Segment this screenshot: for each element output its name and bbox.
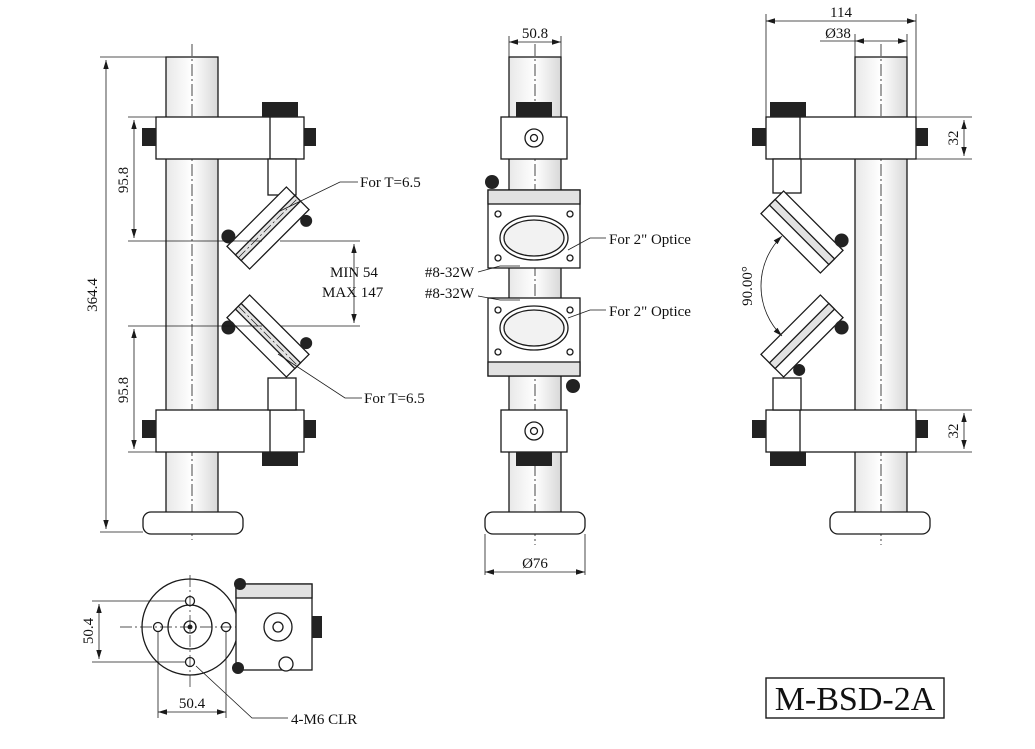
note-upper-thickness: For T=6.5 <box>360 175 421 191</box>
dim-total-height: 364.4 <box>85 278 101 312</box>
note-lower-optic: For 2" Optice <box>609 304 691 320</box>
model-title-box <box>765 677 945 719</box>
center-post-base <box>484 511 586 535</box>
labels: 364.4 95.8 95.8 MIN 54 MAX 147 For T=6.5… <box>81 5 962 728</box>
upper-mirror-mount <box>221 186 313 270</box>
dim-mirror-angle: 90.00° <box>740 266 756 306</box>
note-lower-thread: #8-32W <box>425 286 475 302</box>
note-lower-thickness: For T=6.5 <box>364 391 425 407</box>
dim-max-distance: MAX 147 <box>322 285 384 301</box>
note-mounting-holes: 4-M6 CLR <box>291 712 357 728</box>
post-base <box>142 511 244 535</box>
knurled-knob-icon <box>262 102 298 117</box>
dim-clamp-height-bottom: 32 <box>946 424 962 439</box>
dim-hole-spacing-horizontal: 50.4 <box>179 696 206 712</box>
dim-lower-spacing: 95.8 <box>116 377 132 403</box>
dim-min-distance: MIN 54 <box>330 265 378 281</box>
upper-optic-holder <box>485 175 581 269</box>
dim-clamp-height-top: 32 <box>946 131 962 146</box>
lower-optic-holder <box>487 297 581 393</box>
bottom-view <box>92 575 322 719</box>
dim-base-diameter: Ø76 <box>522 556 548 572</box>
dim-rod-diameter: Ø38 <box>825 26 851 42</box>
model-number: M-BSD-2A <box>775 681 936 718</box>
right-view <box>752 14 972 545</box>
left-view <box>100 44 362 540</box>
dim-clamp-width: 50.8 <box>522 26 548 42</box>
dim-total-width: 114 <box>830 5 852 21</box>
lower-mirror-mount <box>221 294 313 378</box>
note-upper-thread: #8-32W <box>425 265 475 281</box>
dim-hole-spacing-vertical: 50.4 <box>81 617 97 644</box>
note-upper-optic: For 2" Optice <box>609 232 691 248</box>
dim-upper-spacing: 95.8 <box>116 167 132 193</box>
upper-clamp <box>142 102 316 196</box>
center-view <box>477 36 606 575</box>
thumb-screw-icon <box>142 128 156 146</box>
lower-clamp <box>142 377 316 466</box>
